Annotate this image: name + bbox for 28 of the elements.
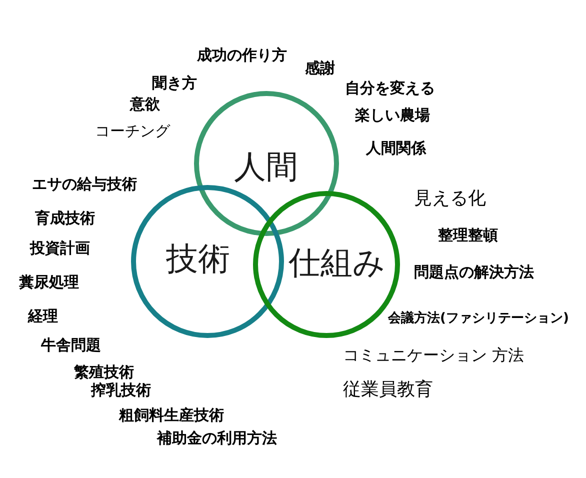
circle-label: 技術	[166, 240, 230, 278]
topic-label: エサの給与技術	[32, 175, 137, 193]
topic-label: 従業員教育	[343, 379, 433, 401]
topic-label: 見える化	[414, 188, 486, 210]
topic-label: 整理整頓	[438, 226, 498, 244]
topic-label: 搾乳技術	[91, 381, 151, 399]
topic-label: 繁殖技術	[74, 363, 134, 381]
topic-label: 牛舎問題	[41, 336, 101, 354]
topic-label: 糞尿処理	[19, 273, 79, 291]
topic-label: 人間関係	[366, 139, 426, 157]
topic-label: コーチング	[95, 122, 170, 140]
venn-circle	[192, 90, 340, 236]
venn-circle	[252, 190, 400, 338]
topic-label: 補助金の利用方法	[157, 429, 277, 447]
topic-label: 育成技術	[35, 209, 95, 227]
topic-label: コミュニケーション 方法	[343, 345, 524, 365]
topic-label: 経理	[28, 307, 58, 325]
topic-label: 問題点の解決方法	[414, 263, 534, 281]
circle-label: 仕組み	[288, 244, 386, 282]
topic-label: 聞き方	[152, 74, 197, 92]
circle-label: 人間	[234, 148, 298, 186]
topic-label: 粗飼料生産技術	[119, 406, 224, 424]
topic-label: 楽しい農場	[355, 106, 430, 124]
topic-label: 会議方法(ファシリテーション)	[388, 311, 569, 327]
topic-label: 自分を変える	[345, 79, 435, 97]
topic-label: 投資計画	[30, 239, 90, 257]
topic-label: 感謝	[305, 59, 335, 77]
topic-label: 意欲	[130, 95, 160, 113]
